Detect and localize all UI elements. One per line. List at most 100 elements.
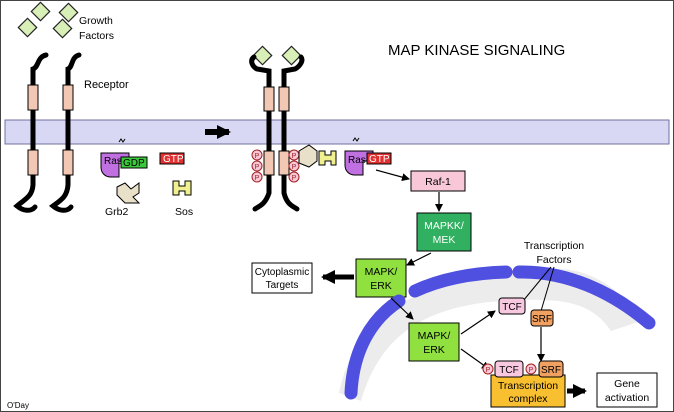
mapkk-mek-box: [416, 212, 472, 252]
phosphate-icon: [288, 160, 300, 172]
receptor-segment: [263, 86, 275, 112]
receptor-strand: [249, 54, 272, 212]
raf1-label: Raf-1: [425, 176, 451, 188]
mapkk-label-line2: MEK: [433, 234, 456, 246]
receptor-segment: [278, 150, 290, 176]
growth-factors-label-line2: Factors: [79, 30, 114, 42]
sos-icon: [172, 180, 192, 196]
transcription-complex-label-line2: complex: [508, 393, 548, 405]
phosphate-label: P: [255, 175, 260, 182]
lipid-anchor: [118, 138, 126, 143]
phosphate-icon: [251, 171, 263, 183]
nuclear-mapk-label-line1: MAPK/: [418, 330, 451, 342]
transcription-factors-label-line1: Transcription: [524, 240, 584, 252]
transcription-complex-label-line1: Transcription: [498, 380, 558, 392]
label-pointer-tcf: [522, 266, 552, 302]
phosphate-icon: [251, 149, 263, 161]
receptor-strand: [13, 52, 49, 213]
gtp-box: [159, 152, 185, 165]
mapk-erk-box: [355, 258, 407, 298]
gdp-label: GDP: [123, 158, 145, 169]
arrow-mapk-to-tcf: [460, 310, 496, 335]
lipid-anchor: [352, 137, 360, 142]
complex-tcf-box: [494, 360, 524, 378]
nuclear-envelope-segment: [512, 265, 656, 330]
receptor-segment: [27, 149, 39, 176]
grb2-label: Grb2: [105, 206, 129, 218]
sos-label: Sos: [175, 206, 193, 218]
phosphate-label: P: [292, 175, 297, 182]
growth-factor-icon: [17, 1, 79, 39]
gdp-box: [120, 156, 148, 169]
arrow-mapk-translocation: [390, 297, 414, 320]
growth-factors-label-line1: Growth: [79, 15, 113, 27]
gene-activation-label-line1: Gene: [614, 378, 640, 390]
cytoplasmic-label-line1: Cytoplasmic: [255, 267, 309, 278]
ras-label: Ras: [104, 156, 122, 167]
tcf-label: TCF: [502, 302, 521, 313]
docked-grb2-icon: [298, 144, 318, 168]
nucleus-interior: [339, 268, 641, 401]
gene-activation-box: [596, 372, 658, 408]
complex-srf-label: SRF: [541, 365, 561, 376]
raf1-box: [410, 170, 466, 192]
phosphate-label: P: [529, 367, 534, 374]
cytoplasmic-targets-box: [251, 262, 313, 294]
grb2-icon: [116, 182, 141, 204]
phosphate-icon: [251, 160, 263, 172]
srf-box: [530, 309, 554, 327]
growth-factor-icon: [58, 2, 79, 23]
gene-activation-label-line2: activation: [605, 392, 650, 404]
phosphate-label: P: [486, 367, 491, 374]
growth-factor-icon: [30, 1, 51, 22]
gtp-active-box: [366, 152, 392, 165]
credit-label: O'Day: [7, 401, 29, 410]
growth-factor-icon: [17, 17, 38, 38]
docked-sos-icon: [318, 150, 337, 166]
gtp-active-label: GTP: [369, 154, 390, 165]
tcf-box: [498, 297, 526, 315]
phosphate-label: P: [292, 153, 297, 160]
receptor-label: Receptor: [84, 79, 129, 91]
active-receptor: P P P P P P Ras GTP: [249, 45, 392, 212]
mapkk-label-line1: MAPKK/: [424, 220, 464, 232]
cell-membrane: [4, 119, 670, 145]
mapk-label-line2: ERK: [370, 280, 392, 292]
receptor-segment: [27, 84, 39, 111]
active-ras-protein: [344, 150, 374, 176]
receptor-segment: [263, 150, 275, 176]
cytoplasmic-label-line2: Targets: [266, 280, 299, 291]
inactive-receptor: [13, 52, 82, 213]
receptor-segment: [278, 86, 290, 112]
label-pointer-srf: [540, 266, 555, 312]
phosphate-label: P: [255, 153, 260, 160]
gtp-label: GTP: [163, 154, 184, 165]
phosphate-label: P: [292, 164, 297, 171]
arrow-ras-to-raf: [375, 169, 410, 182]
nuclear-envelope-segment: [344, 294, 406, 400]
growth-factor-icon: [52, 18, 73, 39]
diagram-title: MAP KINASE SIGNALING: [388, 42, 565, 59]
receptor-segment: [62, 149, 74, 176]
transcription-complex-box: [490, 374, 566, 408]
srf-label: SRF: [532, 314, 552, 325]
phosphate-icon: [482, 363, 494, 375]
arrow-mek-to-mapk: [406, 252, 432, 266]
ras-gdp-complex: Ras GDP GTP: [100, 138, 185, 178]
phosphate-icon: [525, 363, 537, 375]
nuclear-envelope-segment: [408, 265, 513, 298]
phosphate-icon: [288, 171, 300, 183]
phosphate-label: P: [255, 164, 260, 171]
nuclear-mapk-label-line2: ERK: [423, 344, 445, 356]
ras-active-label: Ras: [348, 155, 366, 166]
bound-growth-factor-icon: [281, 45, 302, 66]
nuclear-envelope: [344, 265, 656, 400]
mapk-label-line1: MAPK/: [365, 266, 398, 278]
transcription-factors-label-line2: Factors: [536, 254, 571, 266]
nuclear-mapk-erk-box: [408, 322, 460, 362]
receptor-strand: [48, 52, 82, 213]
receptor-segment: [62, 84, 74, 111]
complex-tcf-label: TCF: [499, 365, 518, 376]
